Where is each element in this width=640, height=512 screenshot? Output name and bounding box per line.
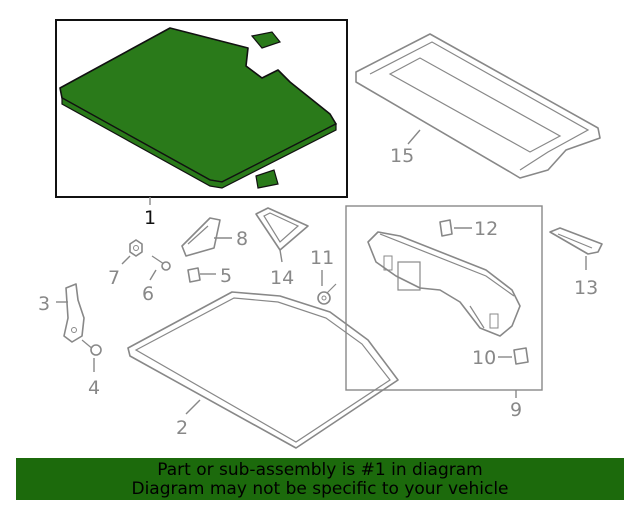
callout-1: 1 xyxy=(144,207,156,229)
callout-3: 3 xyxy=(38,293,50,315)
callout-13: 13 xyxy=(574,277,598,299)
callout-10: 10 xyxy=(472,347,496,369)
part-9-rear-panel[interactable] xyxy=(367,231,521,337)
part-15-package-tray[interactable] xyxy=(355,33,601,179)
leader-6 xyxy=(149,269,157,281)
callout-4: 4 xyxy=(88,377,100,399)
callout-8: 8 xyxy=(236,228,248,250)
part-7-nut[interactable] xyxy=(129,239,143,257)
disclaimer-banner: Part or sub-assembly is #1 in diagram Di… xyxy=(16,458,624,500)
callout-6: 6 xyxy=(142,283,154,305)
callout-7: 7 xyxy=(108,267,120,289)
part-3-bracket[interactable] xyxy=(63,283,85,343)
callout-5: 5 xyxy=(220,265,232,287)
part-10-clip[interactable] xyxy=(513,347,529,365)
callout-15: 15 xyxy=(390,145,414,167)
part-12-clip[interactable] xyxy=(439,219,453,237)
callout-11: 11 xyxy=(310,247,334,269)
leader-7 xyxy=(121,255,131,265)
part-5-clip[interactable] xyxy=(187,267,201,283)
callout-9: 9 xyxy=(510,399,522,421)
callout-12: 12 xyxy=(474,218,498,240)
banner-line-1: Part or sub-assembly is #1 in diagram xyxy=(157,460,483,480)
part-11-bolt[interactable] xyxy=(317,283,337,305)
part-8-panel[interactable] xyxy=(181,217,221,257)
part-1-trunk-mat[interactable] xyxy=(59,27,337,189)
leader-2 xyxy=(185,399,201,415)
part-4-bolt[interactable] xyxy=(81,339,102,356)
leader-14 xyxy=(279,249,283,263)
part-14-trim[interactable] xyxy=(255,207,309,251)
part-2-rear-glass[interactable] xyxy=(127,291,399,449)
callout-2: 2 xyxy=(176,417,188,439)
part-13-strip[interactable] xyxy=(549,227,603,255)
parts-diagram: 1 15 2 3 4 7 6 8 xyxy=(38,19,603,449)
callout-14: 14 xyxy=(270,267,294,289)
banner-line-2: Diagram may not be specific to your vehi… xyxy=(131,479,509,499)
group-box-9 xyxy=(345,205,543,391)
leader-15 xyxy=(407,129,421,145)
part-6-bolt[interactable] xyxy=(151,255,171,271)
